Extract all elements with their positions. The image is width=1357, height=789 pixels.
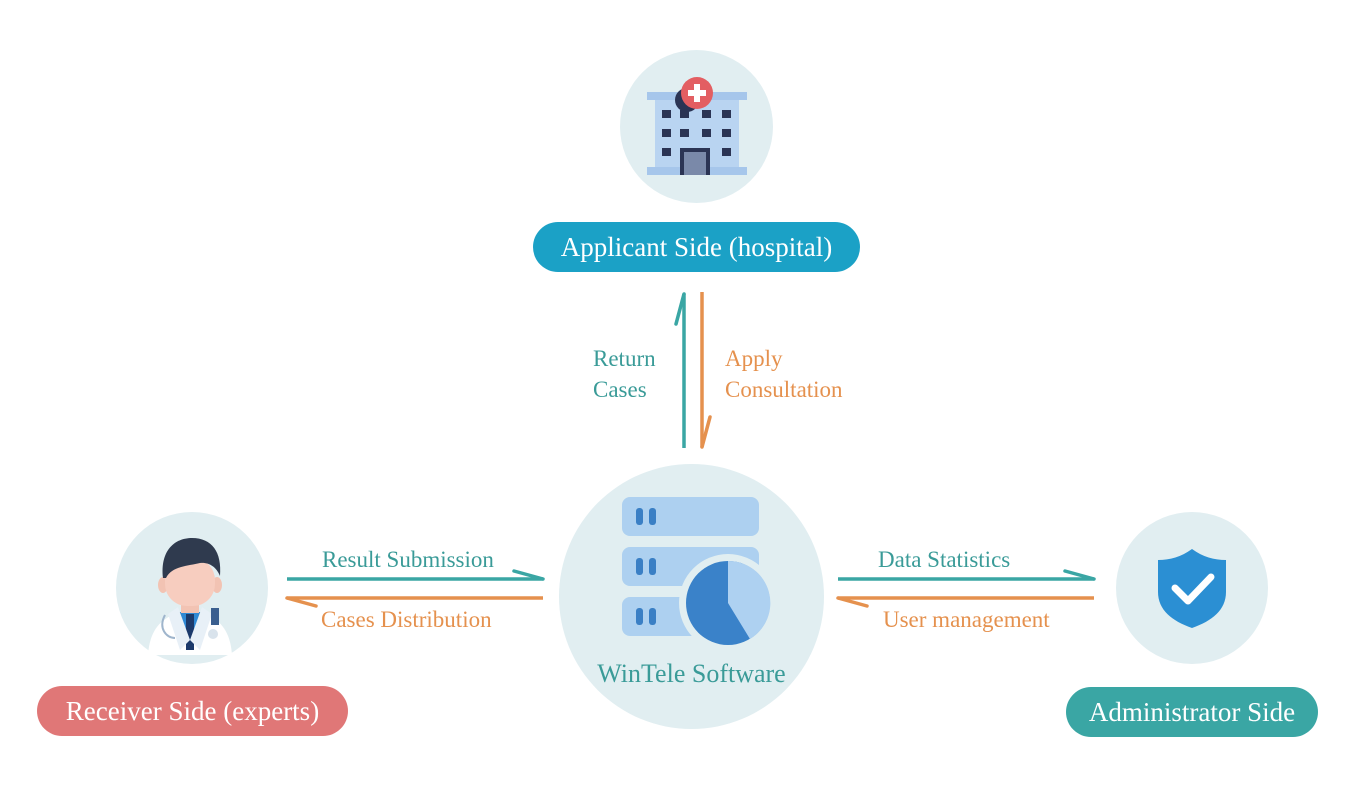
administrator-side-pill: Administrator Side [1066, 687, 1318, 737]
data-statistics-arrow [838, 569, 1096, 581]
cases-distribution-arrow [285, 596, 543, 608]
center-node-label: WinTele Software [597, 659, 786, 688]
user-management-label: User management [883, 607, 1050, 632]
apply-consultation-label-line2: Consultation [725, 377, 843, 402]
cases-distribution-label: Cases Distribution [321, 607, 492, 632]
hospital-building-icon [647, 77, 747, 175]
applicant-side-pill: Applicant Side (hospital) [533, 222, 860, 272]
doctor-icon [148, 538, 232, 655]
apply-consultation-label-line1: Apply [725, 346, 783, 371]
result-submission-label: Result Submission [322, 547, 494, 572]
receiver-side-pill: Receiver Side (experts) [37, 686, 348, 736]
server-pie-chart-icon [622, 497, 777, 652]
data-statistics-label: Data Statistics [878, 547, 1011, 572]
return-cases-label-line2: Cases [593, 377, 647, 402]
return-cases-arrow [674, 292, 686, 448]
shield-check-icon [1158, 549, 1226, 628]
user-management-arrow [836, 596, 1094, 608]
result-submission-arrow [287, 569, 545, 581]
return-cases-label-line1: Return [593, 346, 656, 371]
apply-consultation-arrow [700, 292, 712, 449]
